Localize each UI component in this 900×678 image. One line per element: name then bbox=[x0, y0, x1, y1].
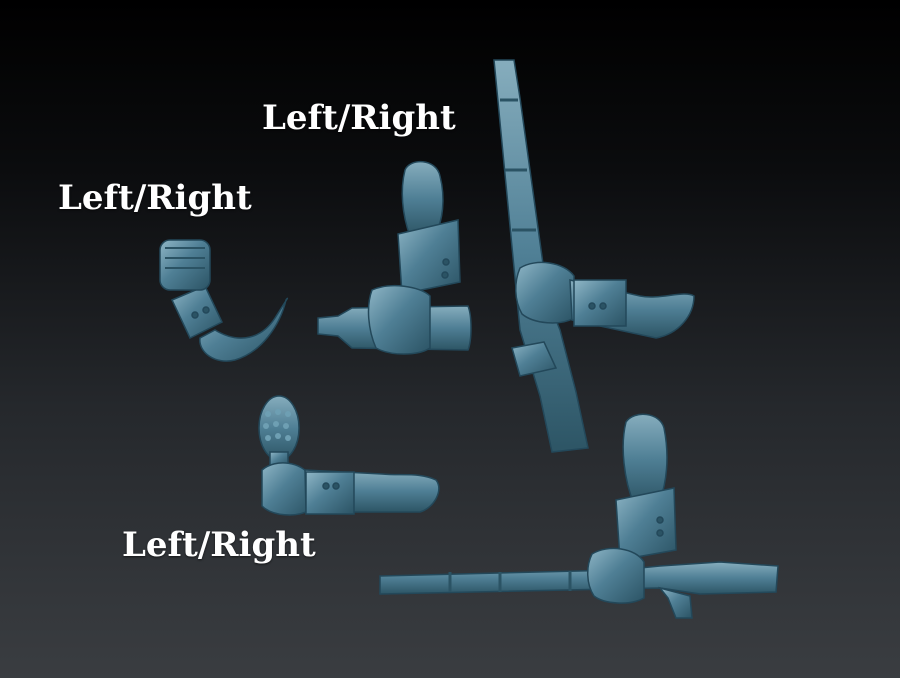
caption-label-grenade-arm: Left/Right bbox=[122, 525, 316, 565]
caption-label-fist-arm: Left/Right bbox=[58, 178, 252, 218]
rifle-vertical-arm bbox=[493, 59, 695, 453]
fist-arm bbox=[159, 239, 289, 362]
caption-label-bottle-arm: Left/Right bbox=[262, 98, 456, 138]
rifle-horizontal-arm bbox=[379, 413, 779, 619]
bottle-arm bbox=[317, 161, 472, 355]
grenade-arm bbox=[258, 395, 440, 516]
